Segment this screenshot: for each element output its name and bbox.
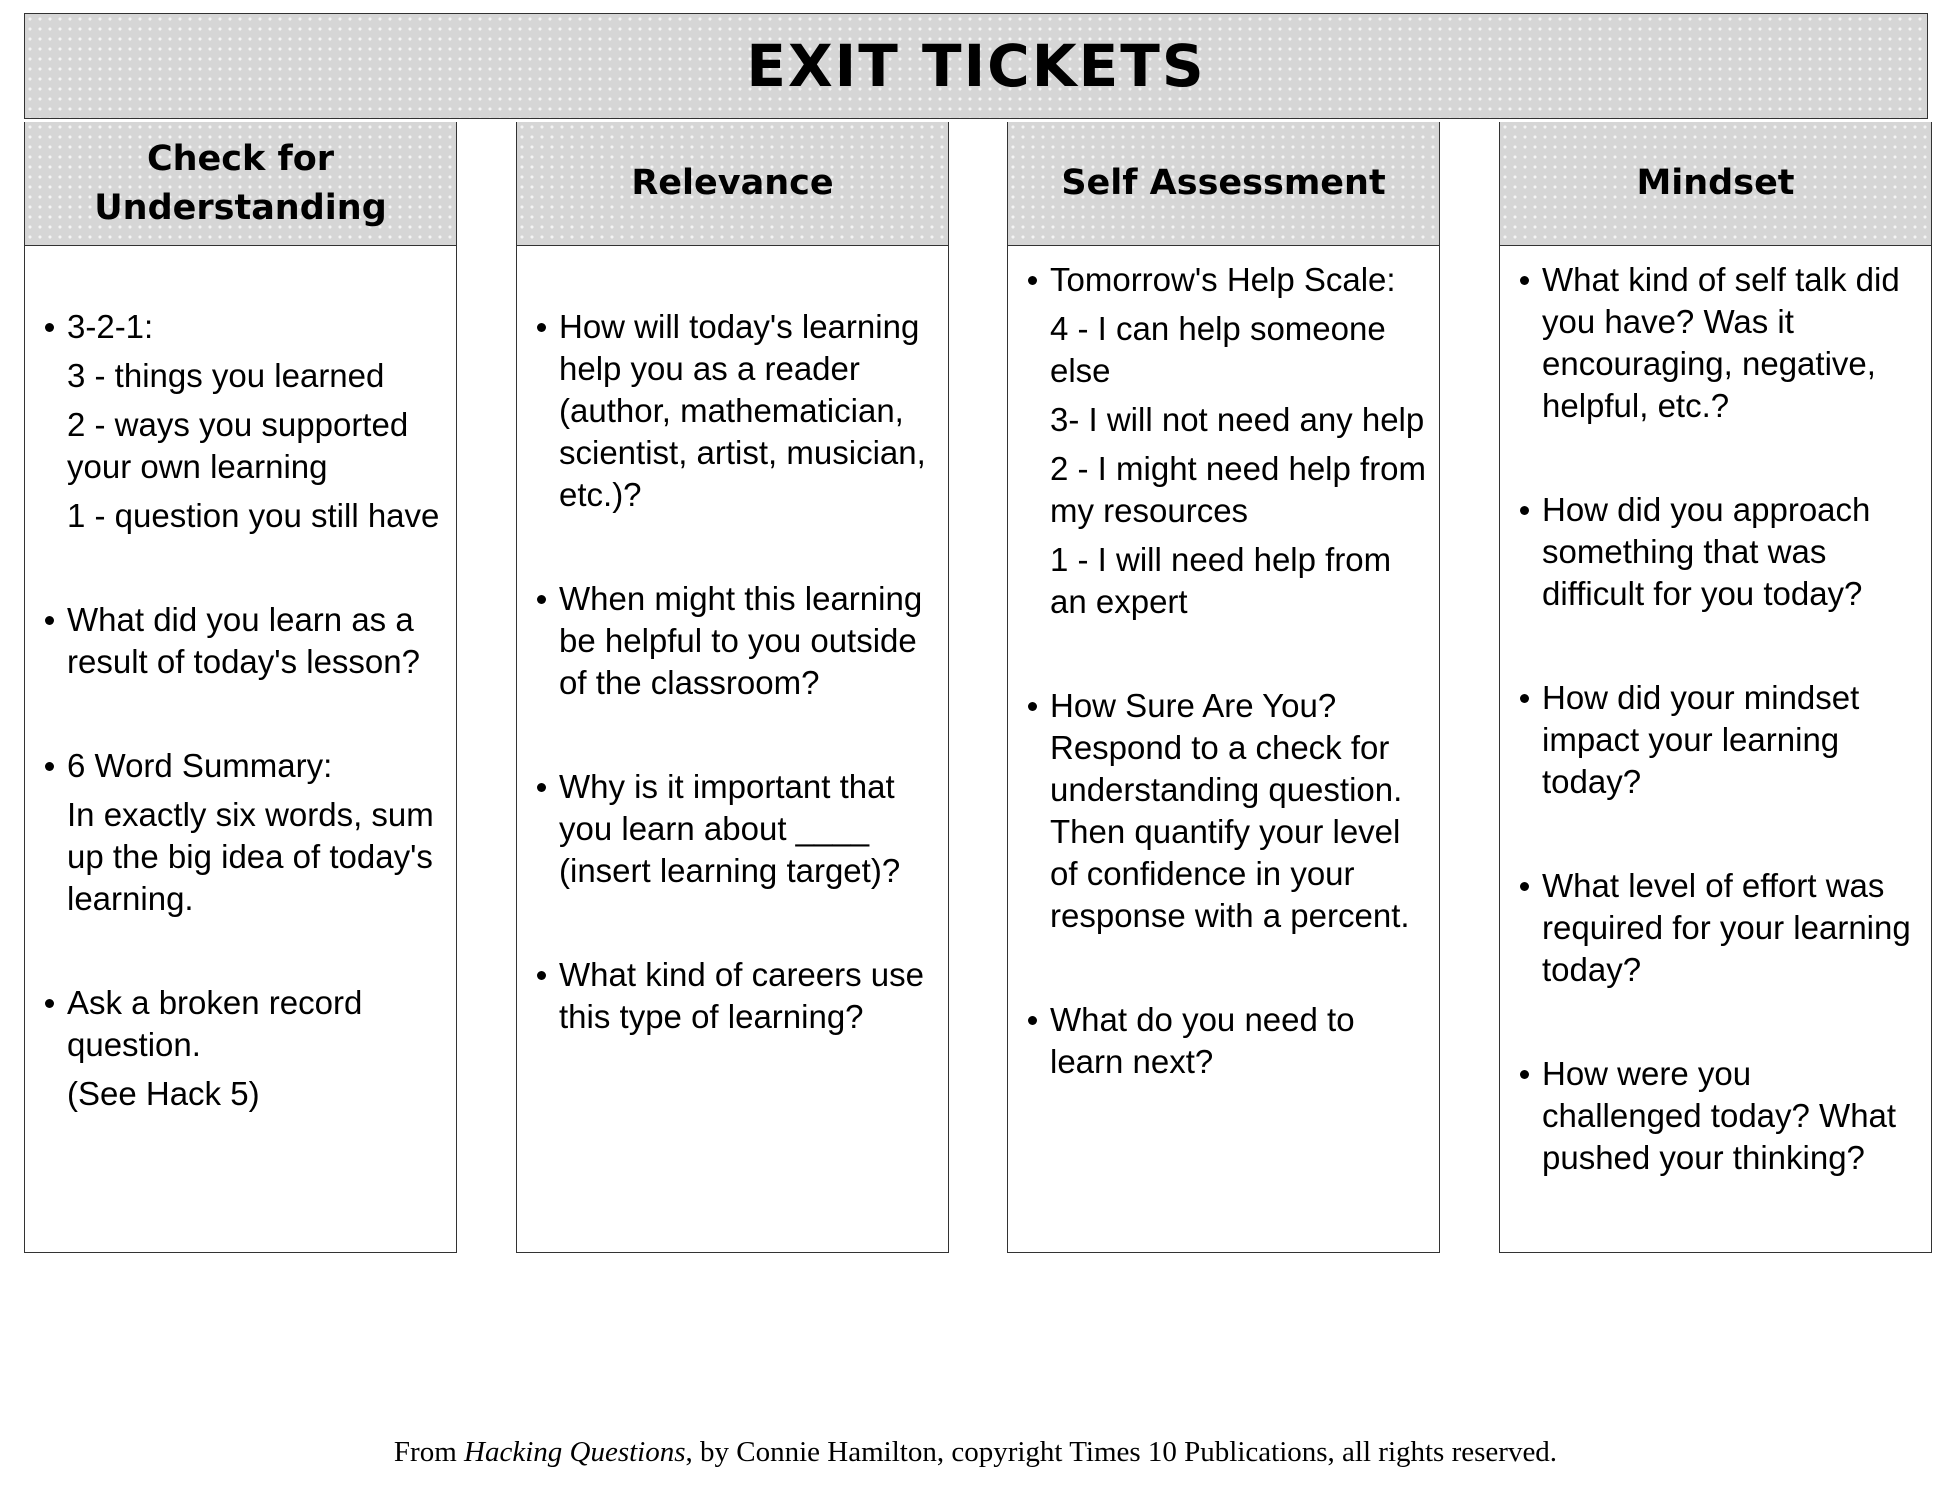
- title-banner: EXIT TICKETS: [24, 13, 1928, 119]
- column-title: Check for Understanding: [94, 138, 387, 228]
- item-subtext: 4 - I can help someone else: [1050, 310, 1386, 389]
- item-text: What do you need to learn next?: [1050, 1001, 1355, 1080]
- item-text: How were you challenged today? What push…: [1542, 1055, 1897, 1176]
- list-item: 3-2-1: 3 - things you learned 2 - ways you…: [43, 306, 444, 537]
- footer-prefix: From: [393, 1436, 465, 1468]
- column-title: Relevance: [631, 163, 834, 203]
- copyright-footer: From Hacking Questions, by Connie Hamilt…: [0, 1436, 1951, 1469]
- list-item: What do you need to learn next?: [1026, 999, 1427, 1083]
- item-text: Tomorrow's Help Scale:: [1050, 261, 1396, 298]
- list-item: What level of effort was required for yo…: [1518, 865, 1919, 991]
- list-item: Ask a broken record question. (See Hack 5…: [43, 982, 444, 1115]
- column-header: Relevance: [516, 122, 949, 246]
- item-text: Why is it important that you learn about…: [559, 768, 901, 889]
- item-text: What did you learn as a result of today'…: [67, 601, 420, 680]
- column-mindset: Mindset What kind of self talk did you h…: [1499, 122, 1932, 1253]
- list-item: How did you approach something that was …: [1518, 489, 1919, 615]
- list-item: What kind of careers use this type of le…: [535, 954, 936, 1038]
- item-text: When might this learning be helpful to y…: [559, 580, 923, 701]
- item-text: 3-2-1:: [67, 308, 154, 345]
- item-subtext: In exactly six words, sum up the big ide…: [67, 796, 434, 917]
- item-text: How did you approach something that was …: [1542, 491, 1871, 612]
- item-text: What kind of careers use this type of le…: [559, 956, 924, 1035]
- item-text: How will today's learning help you as a …: [559, 308, 926, 513]
- list-item: 6 Word Summary: In exactly six words, sum…: [43, 745, 444, 920]
- list-item: How Sure Are You? Respond to a check for…: [1026, 685, 1427, 937]
- column-header: Mindset: [1499, 122, 1932, 246]
- item-text: 6 Word Summary:: [67, 747, 333, 784]
- footer-suffix: , by Connie Hamilton, copyright Times 10…: [685, 1436, 1558, 1468]
- list-item: What did you learn as a result of today'…: [43, 599, 444, 683]
- item-subtext: 3 - things you learned: [67, 357, 385, 394]
- item-subtext: 2 - ways you supported your own learning: [67, 406, 409, 485]
- column-relevance: Relevance How will today's learning help…: [516, 122, 949, 1253]
- item-subtext: 3- I will not need any help: [1050, 401, 1425, 438]
- list-item: Why is it important that you learn about…: [535, 766, 936, 892]
- column-body: Tomorrow's Help Scale: 4 - I can help som…: [1007, 246, 1440, 1253]
- item-text: How did your mindset impact your learnin…: [1542, 679, 1860, 800]
- column-body: 3-2-1: 3 - things you learned 2 - ways you…: [24, 246, 457, 1253]
- item-text: How Sure Are You? Respond to a check for…: [1050, 687, 1410, 934]
- item-text: What level of effort was required for yo…: [1542, 867, 1911, 988]
- item-subtext: 1 - question you still have: [67, 497, 440, 534]
- list-item: When might this learning be helpful to y…: [535, 578, 936, 704]
- list-item: Tomorrow's Help Scale: 4 - I can help som…: [1026, 259, 1427, 623]
- column-check-for-understanding: Check for Understanding 3-2-1: 3 - things…: [24, 122, 457, 1253]
- item-subtext: 1 - I will need help from an expert: [1050, 541, 1392, 620]
- column-title: Mindset: [1636, 163, 1795, 203]
- column-self-assessment: Self Assessment Tomorrow's Help Scale: 4 …: [1007, 122, 1440, 1253]
- book-title: Hacking Questions: [464, 1436, 686, 1468]
- list-item: How were you challenged today? What push…: [1518, 1053, 1919, 1179]
- column-body: What kind of self talk did you have? Was…: [1499, 246, 1932, 1253]
- item-text: What kind of self talk did you have? Was…: [1542, 261, 1900, 424]
- column-header: Check for Understanding: [24, 122, 457, 246]
- column-title: Self Assessment: [1061, 163, 1386, 203]
- item-subtext: (See Hack 5): [67, 1075, 260, 1112]
- list-item: How will today's learning help you as a …: [535, 306, 936, 516]
- column-header: Self Assessment: [1007, 122, 1440, 246]
- page-title: EXIT TICKETS: [746, 32, 1206, 100]
- item-text: Ask a broken record question.: [67, 984, 363, 1063]
- list-item: What kind of self talk did you have? Was…: [1518, 259, 1919, 427]
- list-item: How did your mindset impact your learnin…: [1518, 677, 1919, 803]
- item-subtext: 2 - I might need help from my resources: [1050, 450, 1427, 529]
- column-body: How will today's learning help you as a …: [516, 246, 949, 1253]
